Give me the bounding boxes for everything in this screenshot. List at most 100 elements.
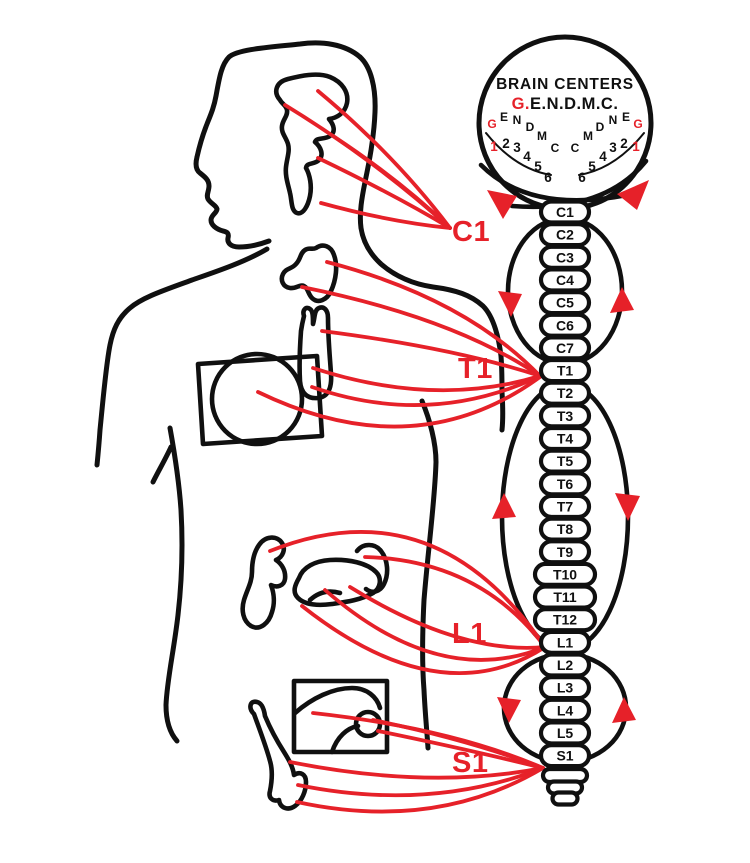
- sinus-brainstem-shape: [274, 72, 350, 216]
- fan-letter-left-D: D: [526, 120, 535, 134]
- vertebra-S1: [538, 742, 592, 769]
- l1-nerve-line: [268, 530, 547, 649]
- vertebra-label-L5: L5: [557, 725, 574, 741]
- pelvis-lower-line: [329, 723, 361, 755]
- t1-nerve-line: [310, 374, 542, 407]
- fan-letter-right-N: N: [609, 113, 618, 127]
- vertebra-label-T2: T2: [557, 385, 574, 401]
- fan-number-right-1: 1: [632, 139, 640, 154]
- vertebra-label-S1: S1: [556, 748, 573, 764]
- fan-arc-left: [485, 132, 552, 176]
- vertebra-label-T6: T6: [557, 476, 574, 492]
- body-outline: [94, 40, 506, 751]
- l1-nerve-line: [323, 588, 547, 662]
- cervical-loop-arrow-left: [498, 291, 522, 317]
- fan-letter-right-C: C: [571, 141, 580, 155]
- fan-number-left-2: 2: [502, 136, 510, 151]
- t1-nerve-lines: [256, 260, 542, 429]
- vertebra-label-C5: C5: [556, 295, 574, 311]
- fan-letter-right-G: G: [633, 117, 642, 131]
- vertebra-label-C2: C2: [556, 227, 574, 243]
- head-neck-right-outline: [357, 54, 506, 433]
- fan-number-right-5: 5: [588, 159, 596, 174]
- region-label-T1: T1: [458, 353, 493, 385]
- thoracic-loop-arrow-right: [615, 493, 640, 521]
- fan-letter-left-N: N: [513, 113, 522, 127]
- pelvis-box: [291, 678, 390, 755]
- fan-letter-left-E: E: [500, 110, 508, 124]
- region-label-S1: S1: [452, 747, 488, 779]
- lumbar-loop-arrow-right: [612, 697, 636, 723]
- vertebra-label-T8: T8: [557, 521, 574, 537]
- vertebra-label-L2: L2: [557, 657, 574, 673]
- neck-loop-arrow-right: [617, 180, 649, 210]
- coccyx-segment: [550, 790, 580, 807]
- neck-loop-arrow-left: [487, 190, 517, 219]
- organ-illustrations: [195, 72, 390, 811]
- abbreviation-highlight: G.: [512, 95, 530, 113]
- vertebral-column: C1C2C3C4C5C6C7T1T2T3T4T5T6T7T8T9T10T11T1…: [532, 199, 598, 769]
- c1-nerve-line: [316, 156, 452, 230]
- neck-loop-arc-right: [478, 162, 630, 203]
- vertebra-label-T7: T7: [557, 498, 574, 514]
- fan-arc-right: [578, 132, 645, 176]
- vertebra-label-T9: T9: [557, 544, 574, 560]
- c1-nerve-line: [331, 134, 452, 230]
- vertebra-label-T11: T11: [553, 589, 577, 605]
- vertebra-label-C4: C4: [556, 272, 574, 288]
- s1-nerve-lines: [288, 711, 545, 814]
- vertebra-label-C3: C3: [556, 249, 574, 265]
- femur-shape: [248, 699, 309, 811]
- vertebra-label-T1: T1: [557, 363, 574, 379]
- left-side-line: [163, 425, 185, 744]
- s1-nerve-line: [295, 766, 545, 814]
- t1-nerve-line: [256, 375, 542, 429]
- coccyx-segments: [540, 766, 590, 807]
- c1-nerve-line: [316, 89, 452, 230]
- stomach-inner-line: [307, 589, 343, 603]
- brain-centers-group: BRAIN CENTERS G.E.N.D.M.C. G1G1E2E2N3N3D…: [476, 34, 654, 212]
- flow-arrows: [487, 180, 649, 723]
- left-shoulder-arm-outline: [94, 246, 270, 468]
- vertebra-label-L4: L4: [557, 702, 574, 718]
- fan-number-right-3: 3: [609, 140, 617, 155]
- t1-nerve-line: [325, 260, 542, 378]
- vertebra-label-L1: L1: [557, 634, 574, 650]
- fan-number-right-4: 4: [599, 149, 607, 164]
- fan-letter-right-E: E: [622, 110, 630, 124]
- c1-nerve-lines: [283, 89, 452, 230]
- fan-letter-right-D: D: [596, 120, 605, 134]
- vertebra-label-T4: T4: [557, 431, 574, 447]
- nerve-lines: [256, 89, 547, 814]
- abbreviation-rest: E.N.D.M.C.: [530, 95, 618, 113]
- vertebra-label-T3: T3: [557, 408, 574, 424]
- vertebra-label-T12: T12: [553, 612, 577, 628]
- s1-nerve-line: [296, 766, 545, 798]
- duodenum-curl: [354, 542, 390, 595]
- fan-letter-left-G: G: [487, 117, 496, 131]
- cervical-loop-arrow-right: [610, 287, 634, 313]
- vertebra-label-L3: L3: [557, 680, 574, 696]
- l1-nerve-line: [300, 604, 547, 675]
- head-profile-outline: [193, 40, 363, 250]
- fan-number-left-4: 4: [523, 149, 531, 164]
- vertebra-label-T10: T10: [553, 566, 577, 582]
- vertebra-label-T5: T5: [557, 453, 574, 469]
- t1-nerve-line: [311, 366, 542, 393]
- s1-nerve-line: [376, 729, 545, 770]
- thoracic-loop-arrow-left: [492, 493, 516, 519]
- fan-letter-left-M: M: [537, 129, 547, 143]
- vertebra-label-C7: C7: [556, 340, 574, 356]
- kidney-adrenal-shape: [240, 535, 288, 630]
- region-labels: C1 T1 L1 S1: [452, 216, 493, 779]
- fan-number-right-2: 2: [620, 136, 628, 151]
- hip-socket: [353, 709, 383, 739]
- fan-number-left-3: 3: [513, 140, 521, 155]
- lumbar-loop-arrow-left: [497, 697, 521, 723]
- l1-nerve-line: [363, 555, 547, 649]
- heart-circle: [209, 351, 305, 447]
- fan-number-right-6: 6: [578, 170, 586, 185]
- fan-number-left-6: 6: [544, 170, 552, 185]
